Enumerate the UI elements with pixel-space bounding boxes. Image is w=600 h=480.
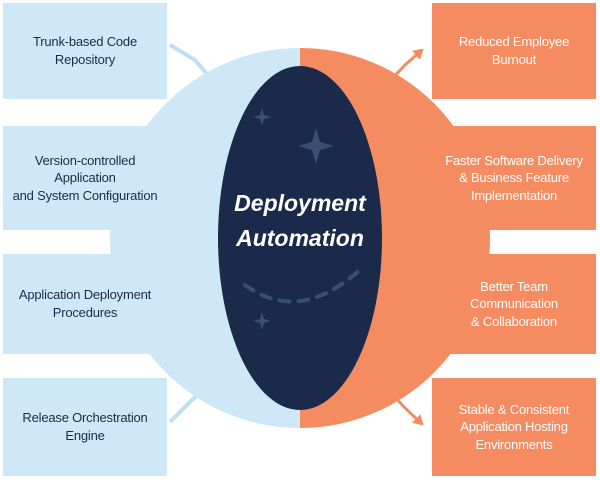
input-box-line: and System Configuration [12, 187, 158, 203]
center-title: Deployment Automation [224, 186, 376, 255]
input-box-line: Procedures [52, 305, 118, 320]
sparkle-icon-bottom [253, 312, 271, 330]
output-box-line: Better Team Communication [470, 278, 558, 312]
input-box-line: Trunk-based Code [33, 34, 137, 50]
output-box-reduced-burnout: Reduced Employee Burnout [432, 3, 596, 99]
output-box-faster-delivery: Faster Software Delivery & Business Featu… [432, 126, 596, 230]
output-box-line: Implementation [470, 187, 558, 203]
center-circle [218, 66, 382, 410]
output-box-line: Reduced Employee Burnout [458, 34, 570, 67]
center-title-line-2: Automation [236, 224, 364, 251]
output-box-line: & Collaboration [471, 313, 557, 329]
center-title-line-1: Deployment [234, 190, 366, 216]
output-box-line: Faster Software Delivery [445, 152, 583, 168]
dashed-orbit [243, 266, 364, 304]
sparkle-icon-top [298, 128, 334, 164]
output-box-line: Environments [475, 436, 553, 452]
input-box-line: Application Deployment [18, 287, 152, 303]
input-box-line: Engine [65, 428, 105, 443]
input-box-line: Repository [54, 52, 116, 67]
output-box-team-communication: Better Team Communication& Collaboration [432, 254, 596, 354]
input-box-line: Release Orchestration [22, 410, 148, 426]
output-box-line: Stable & Consistent [458, 401, 570, 417]
output-box-line: & Business Feature [459, 170, 569, 186]
sparkle-icon-left [253, 108, 271, 126]
input-box-line: Version-controlled Application [34, 152, 136, 186]
output-box-line: Application Hosting [460, 419, 568, 435]
